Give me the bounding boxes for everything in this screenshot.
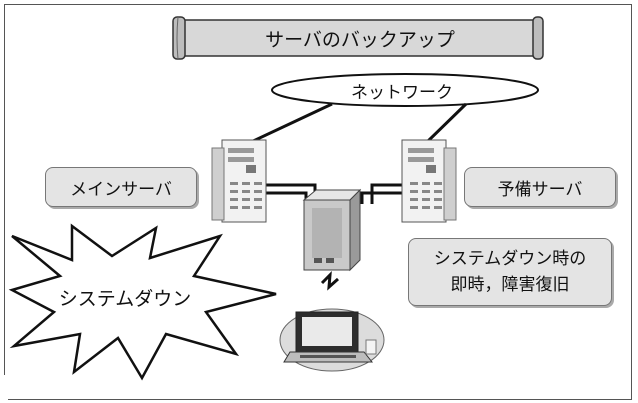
backup-server-icon — [401, 139, 457, 223]
recovery-note-line-2: 即時，障害復旧 — [450, 275, 570, 295]
network-label: ネットワーク — [351, 82, 453, 103]
signal-zigzag-icon — [320, 271, 339, 291]
system-down-label: システムダウン — [58, 287, 192, 310]
recovery-note-box: システムダウン時の 即時，障害復旧 — [408, 238, 612, 306]
recovery-note-line-1: システムダウン時の — [433, 249, 587, 269]
admin-pc-icon — [279, 308, 385, 372]
main-server-label: メインサーバ — [45, 167, 197, 207]
backup-server-label: 予備サーバ — [464, 167, 616, 207]
system-down-burst-shape — [8, 223, 277, 381]
title-banner — [172, 16, 544, 60]
storage-device-icon — [302, 188, 362, 272]
frame-gap — [4, 375, 8, 403]
network-ellipse — [271, 73, 539, 107]
main-server-icon — [211, 139, 267, 223]
page-title: サーバのバックアップ — [265, 28, 455, 51]
